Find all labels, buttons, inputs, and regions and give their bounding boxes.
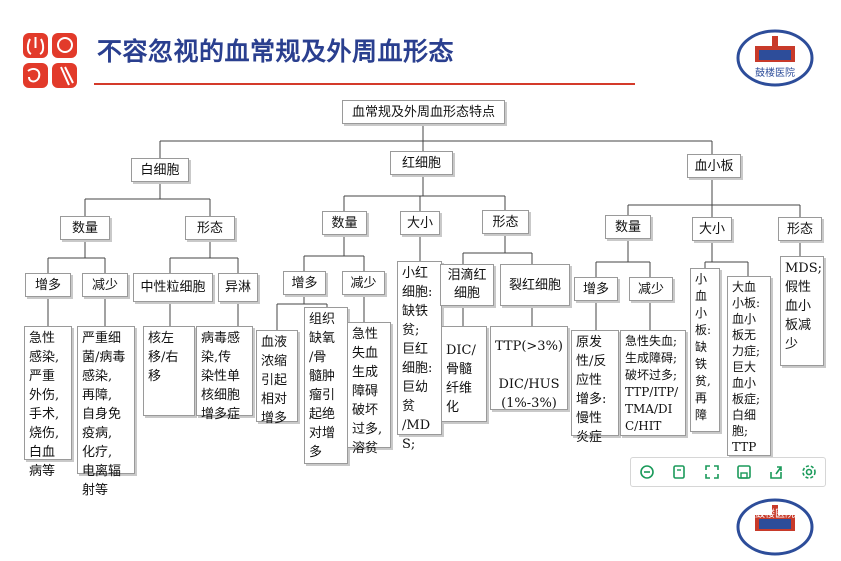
plt-decrease-text: 急性失血; 生成障碍; 破坏过多; TTP/ITP/ TMA/DI C/HIT <box>620 330 686 436</box>
wbc-morphology-node: 形态 <box>185 216 235 240</box>
kidney-icon <box>23 63 48 88</box>
rbc-decrease-node: 减少 <box>342 271 385 295</box>
rbc-node: 红细胞 <box>390 151 453 175</box>
wbc-decrease-text: 严重细 菌/病毒 感染, 再障, 自身免 疫病, 化疗, 电离辐 射等 <box>77 326 135 498</box>
wbc-neutrophil-text: 核左 移/右 移 <box>143 326 195 416</box>
emblem-text: 鼓楼医院 <box>755 68 795 79</box>
hospital-emblem: 鼓楼医院 <box>735 28 815 88</box>
zoom-icon[interactable] <box>636 461 658 483</box>
root-node: 血常规及外周血形态特点 <box>342 100 505 124</box>
hospital-logo <box>23 33 79 89</box>
plt-size-large-text: 大血 小板: 血小 板无 力症; 巨大 血小 板症; 白细 胞; TTP <box>727 276 771 456</box>
emblem-text: 鼓楼医院 <box>755 509 795 520</box>
settings-icon[interactable] <box>798 461 820 483</box>
plt-morphology-text: MDS; 假性 血小 板减 少 <box>780 256 824 366</box>
wbc-decrease-node: 减少 <box>82 273 128 297</box>
plt-quantity-node: 数量 <box>605 215 651 239</box>
rbc-increase-node: 增多 <box>283 271 326 295</box>
wbc-neutrophil-node: 中性粒细胞 <box>133 273 213 302</box>
plt-size-node: 大小 <box>692 217 732 241</box>
rbc-increase-absolute-text: 组织 缺氧 /骨 髓肿 瘤引 起绝 对增 多 <box>304 307 348 464</box>
wbc-quantity-node: 数量 <box>60 216 110 240</box>
copy-icon[interactable] <box>668 461 690 483</box>
rbc-size-text: 小红 细胞: 缺铁 贫; 巨红 细胞: 巨幼 贫 /MD S; <box>397 261 442 452</box>
title-divider <box>94 83 635 85</box>
plt-decrease-node: 减少 <box>629 277 673 301</box>
plt-increase-node: 增多 <box>574 277 618 301</box>
rbc-decrease-text: 急性 失血 生成 障碍 破坏 过多, 溶贫 <box>347 322 391 456</box>
wbc-increase-text: 急性 感染, 严重 外伤, 手术, 烧伤, 白血 病等 <box>24 326 72 479</box>
wbc-increase-node: 增多 <box>25 273 71 297</box>
rbc-increase-relative-text: 血液 浓缩 引起 相对 增多 <box>256 330 298 426</box>
rbc-schistocyte-node: 裂红细胞 <box>500 264 570 306</box>
rbc-teardrop-node: 泪滴红 细胞 <box>440 264 494 306</box>
wbc-atypical-text: 病毒感 染,传 染性单 核细胞 增多症 <box>196 326 253 422</box>
rbc-morphology-node: 形态 <box>482 210 529 234</box>
wbc-atypical-node: 异淋 <box>218 273 258 302</box>
hospital-emblem-bottom: 鼓楼医院 <box>735 497 815 557</box>
page-title: 不容忽视的血常规及外周血形态 <box>97 37 455 66</box>
wbc-node: 白细胞 <box>131 158 189 182</box>
plt-size-small-text: 小 血 小 板: 缺 铁 贫, 再 障 <box>690 268 720 432</box>
rbc-schistocyte-text: TTP(>3%) DIC/HUS (1%-3%) <box>490 326 568 411</box>
floating-toolbar <box>630 457 826 487</box>
rbc-teardrop-text: DIC/ 骨髓 纤维 化 <box>441 326 487 422</box>
save-icon[interactable] <box>733 461 755 483</box>
rbc-size-node: 大小 <box>400 211 440 235</box>
plt-morphology-node: 形态 <box>778 217 822 241</box>
plt-increase-text: 原发 性/反 应性 增多: 慢性 炎症 <box>571 330 619 445</box>
share-icon[interactable] <box>765 461 787 483</box>
fullscreen-icon[interactable] <box>701 461 723 483</box>
plt-node: 血小板 <box>687 154 741 178</box>
rbc-quantity-node: 数量 <box>322 211 367 235</box>
